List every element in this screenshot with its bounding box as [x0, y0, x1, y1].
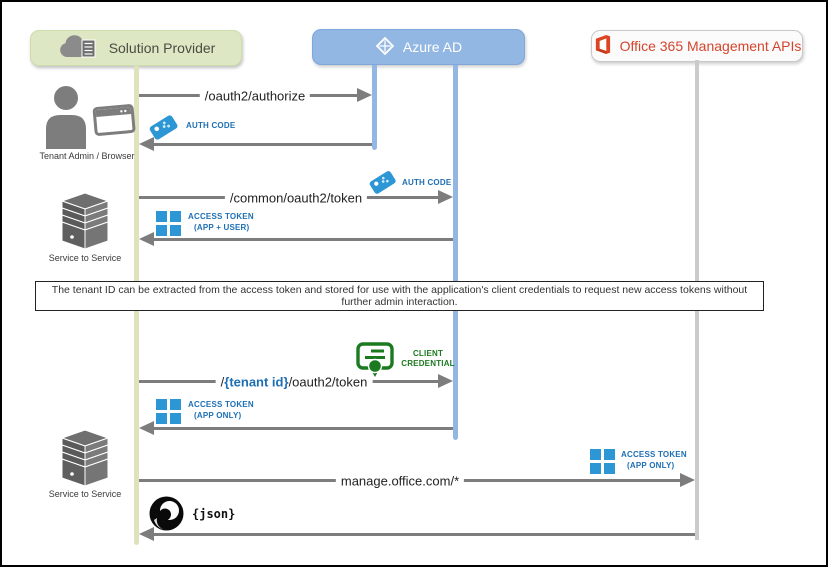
- client-credential-label: CLIENT CREDENTIAL: [398, 349, 458, 369]
- note-box: The tenant ID can be extracted from the …: [35, 281, 764, 311]
- arrowhead-left: [139, 232, 154, 246]
- arrowhead-left: [139, 527, 154, 541]
- auth-code-label-2: AUTH CODE: [402, 178, 452, 187]
- cloud-organization-icon: [57, 34, 101, 63]
- server-icon-2: [58, 429, 112, 487]
- client-credential-line2: CREDENTIAL: [401, 359, 455, 368]
- service-to-service-label-2: Service to Service: [48, 489, 122, 499]
- arrow-access-token-app-user: [154, 238, 453, 241]
- auth-code-tag-icon-1: [148, 111, 182, 147]
- tenant-admin-label: Tenant Admin / Browser: [39, 151, 135, 161]
- access-token-app-only-label-1: ACCESS TOKEN (APP ONLY): [188, 399, 254, 421]
- access-token-line2: (APP ONLY): [194, 411, 242, 420]
- arrowhead-left: [139, 421, 154, 435]
- header-office365-label: Office 365 Management APIs: [619, 38, 802, 54]
- header-solution-provider: Solution Provider: [30, 30, 242, 66]
- access-token-line1: ACCESS TOKEN: [621, 450, 687, 459]
- access-token-icon-3: [590, 449, 615, 474]
- header-azure-ad: Azure AD: [312, 29, 525, 65]
- access-token-app-only-label-2: ACCESS TOKEN (APP ONLY): [621, 449, 687, 471]
- auth-code-label-1: AUTH CODE: [186, 121, 236, 130]
- arrow-access-token-app-only-1: [154, 427, 453, 430]
- access-token-line2: (APP ONLY): [627, 461, 675, 470]
- message-tenant-token-label: /{tenant id}/oauth2/token: [215, 374, 373, 390]
- access-token-app-user-label: ACCESS TOKEN (APP + USER): [188, 211, 254, 233]
- access-token-line2: (APP + USER): [194, 223, 250, 232]
- header-azure-ad-label: Azure AD: [402, 39, 463, 55]
- arrow-json-return: [154, 533, 695, 536]
- tenant-token-pre: /: [220, 374, 225, 390]
- tenant-token-post: /oauth2/token: [288, 374, 368, 390]
- arrow-auth-code-return: [154, 143, 372, 146]
- access-token-line1: ACCESS TOKEN: [188, 400, 254, 409]
- access-token-icon-1: [156, 211, 181, 236]
- service-to-service-label-1: Service to Service: [48, 253, 122, 263]
- arrowhead-right: [357, 88, 372, 102]
- tenant-token-highlight: {tenant id}: [224, 374, 289, 390]
- client-credential-line1: CLIENT: [412, 349, 444, 358]
- arrowhead-left: [139, 137, 154, 151]
- access-token-line1: ACCESS TOKEN: [188, 212, 254, 221]
- note-text: The tenant ID can be extracted from the …: [51, 284, 748, 308]
- lifeline-azure-ad-2: [453, 65, 458, 440]
- message-common-token-label: /common/oauth2/token: [224, 190, 368, 206]
- azure-ad-icon: [375, 36, 395, 59]
- access-token-icon-2: [156, 399, 181, 424]
- arrowhead-right: [680, 473, 695, 487]
- json-label: {json}: [192, 507, 236, 521]
- auth-code-tag-icon-2: [368, 167, 400, 201]
- tenant-admin-figure: [40, 85, 140, 149]
- json-icon: [148, 495, 185, 537]
- message-authorize-label: /oauth2/authorize: [199, 88, 311, 104]
- server-icon-1: [58, 192, 112, 250]
- lifeline-azure-ad-1: [372, 65, 377, 150]
- arrowhead-right: [438, 190, 453, 204]
- office-icon: [593, 34, 612, 58]
- message-manage-api-label: manage.office.com/*: [335, 473, 465, 489]
- browser-icon: [92, 104, 136, 136]
- header-office365: Office 365 Management APIs: [591, 30, 803, 62]
- header-solution-provider-label: Solution Provider: [108, 40, 216, 56]
- arrowhead-right: [438, 374, 453, 388]
- client-credential-certificate-icon: [356, 342, 394, 383]
